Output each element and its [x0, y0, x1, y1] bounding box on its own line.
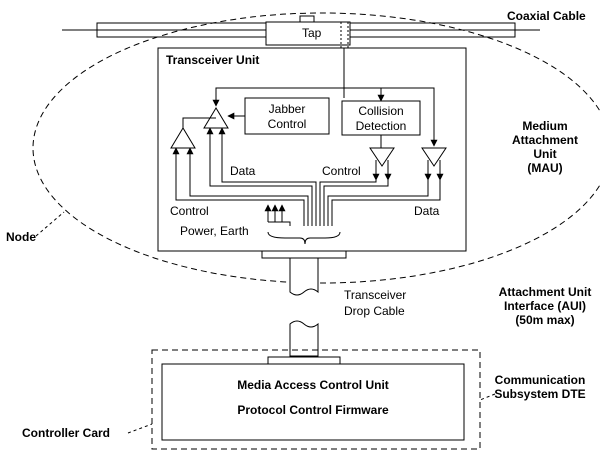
receive-amplifier-data	[421, 147, 447, 167]
comm-subsystem-label-2: Subsystem DTE	[494, 387, 585, 401]
drop-cable-label-1: Transceiver	[344, 288, 406, 302]
mac-unit-label: Media Access Control Unit	[237, 378, 389, 392]
control-mid-label: Control	[322, 164, 361, 178]
collision-label-1: Collision	[358, 104, 403, 118]
mac-unit-box	[161, 363, 465, 441]
control-left-label: Control	[170, 204, 209, 218]
receive-amplifier-collision	[369, 147, 395, 167]
data-left-label: Data	[230, 164, 256, 178]
tap-label: Tap	[302, 26, 322, 40]
transceiver-connector	[261, 250, 347, 259]
jabber-label-2: Control	[268, 117, 307, 131]
mau-label-4: (MAU)	[527, 161, 562, 175]
node-label: Node	[6, 230, 36, 244]
transmit-amplifier-left	[170, 127, 196, 149]
tap-feed-lines	[212, 48, 438, 147]
mau-label-1: Medium	[522, 119, 567, 133]
collision-detection-box	[341, 100, 421, 136]
tap	[265, 15, 351, 48]
coaxial-cable-label: Coaxial Cable	[507, 9, 586, 23]
jabber-control-box	[244, 97, 330, 135]
mau-label-2: Attachment	[512, 133, 578, 147]
controller-card-label: Controller Card	[22, 426, 110, 440]
comm-subsystem-label-1: Communication	[495, 373, 586, 387]
aui-label-2: Interface (AUI)	[504, 299, 586, 313]
power-earth-label: Power, Earth	[180, 224, 249, 238]
protocol-firmware-label: Protocol Control Firmware	[237, 403, 389, 417]
drop-cable	[289, 257, 319, 357]
aui-label-3: (50m max)	[515, 313, 574, 327]
aui-label-1: Attachment Unit	[499, 285, 592, 299]
data-right-label: Data	[414, 204, 440, 218]
mau-label-3: Unit	[533, 147, 556, 161]
mau-boundary	[32, 12, 600, 284]
controller-connector	[267, 356, 341, 365]
transceiver-unit-title: Transceiver Unit	[166, 53, 259, 67]
drop-cable-label-2: Drop Cable	[344, 304, 405, 318]
jabber-label-1: Jabber	[269, 102, 306, 116]
internal-wiring	[172, 112, 444, 245]
collision-label-2: Detection	[356, 119, 407, 133]
controller-card-boundary	[151, 349, 481, 450]
